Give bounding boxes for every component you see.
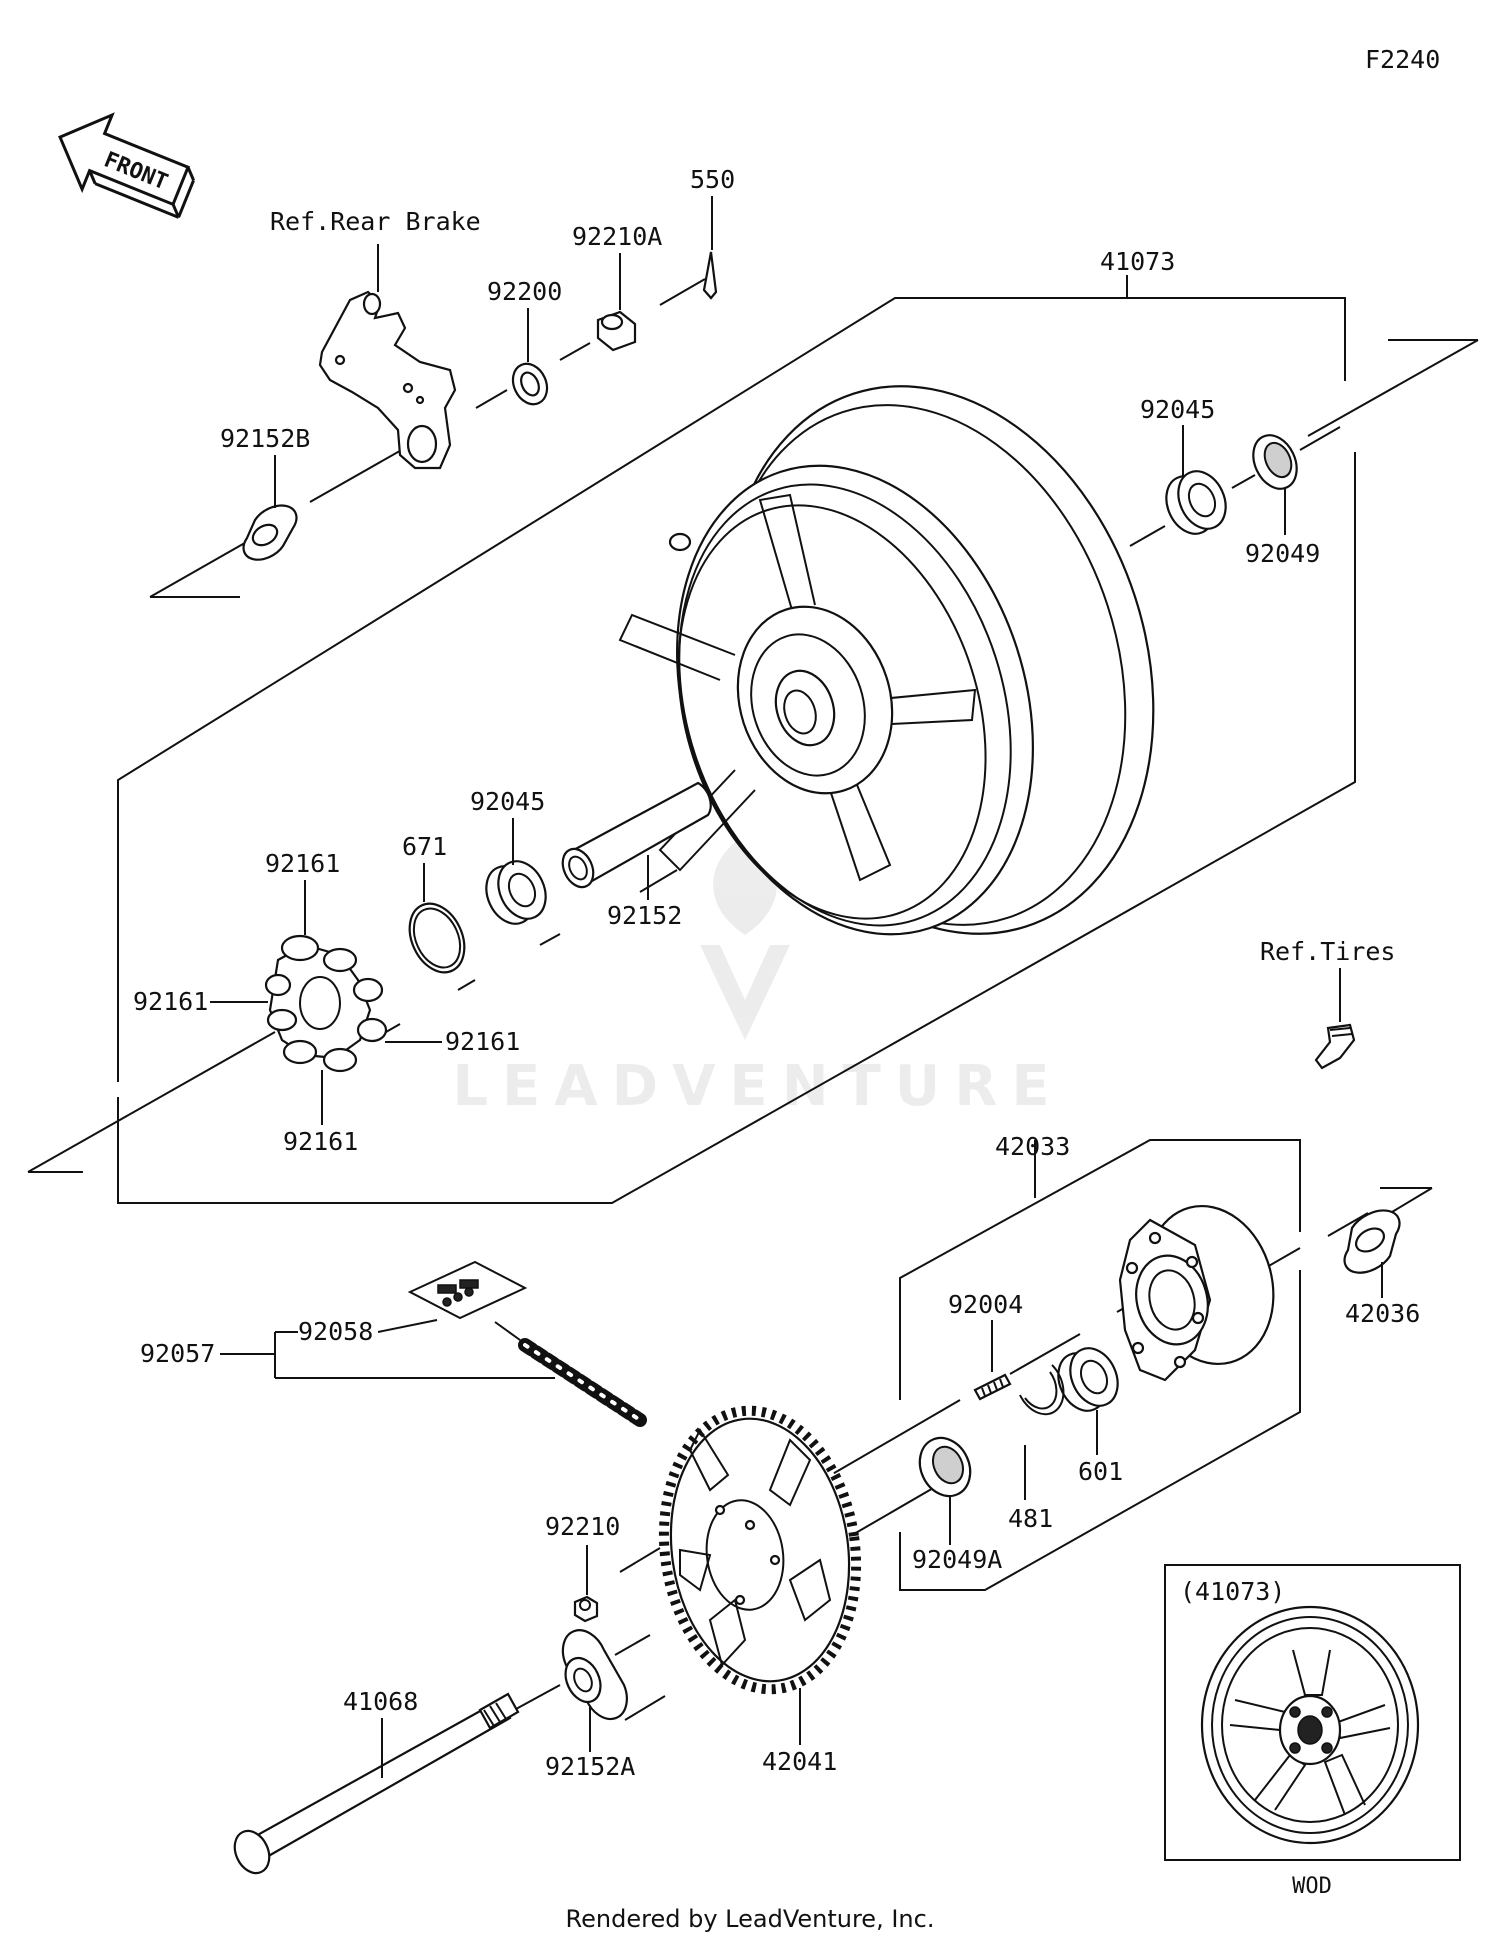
label-92045-mid: 92045: [470, 787, 545, 816]
label-92210a: 92210A: [572, 222, 662, 251]
collar-42036: [1343, 1209, 1401, 1274]
footer-credit: Rendered by LeadVenture, Inc.: [566, 1905, 935, 1933]
collar-92152a: [561, 1629, 628, 1721]
stud-92004: [973, 1373, 1012, 1401]
label-92004: 92004: [948, 1290, 1023, 1319]
label-92049a: 92049A: [912, 1545, 1002, 1574]
oil-seal-92049: [1252, 434, 1298, 490]
label-92200: 92200: [487, 277, 562, 306]
label-92161-c: 92161: [445, 1027, 520, 1056]
bearing-92045-mid: [485, 860, 547, 925]
front-arrow-icon: FRONT: [58, 112, 195, 219]
diagram-code: F2240: [1365, 45, 1440, 74]
label-42041: 42041: [762, 1747, 837, 1776]
label-92049: 92049: [1245, 539, 1320, 568]
label-92045-top: 92045: [1140, 395, 1215, 424]
label-42033: 42033: [995, 1132, 1070, 1161]
group-41073-outline: [27, 275, 1479, 1204]
label-92152b: 92152B: [220, 424, 310, 453]
axle-41068: [233, 1692, 520, 1875]
rear-brake-bracket: [318, 244, 457, 470]
oil-seal-92049a: [918, 1436, 972, 1498]
washer-92200: [511, 362, 549, 406]
ref-rear-brake-label: Ref.Rear Brake: [270, 207, 481, 236]
label-92210: 92210: [545, 1512, 620, 1541]
label-92161-a: 92161: [265, 849, 340, 878]
label-41073: 41073: [1100, 247, 1175, 276]
bearing-601: [1057, 1347, 1119, 1412]
damper-92161: [264, 934, 388, 1073]
label-92161-b: 92161: [133, 987, 208, 1016]
label-481: 481: [1008, 1504, 1053, 1533]
collar-92152b: [242, 504, 298, 561]
circlip-481: [1019, 1364, 1065, 1416]
label-92152: 92152: [607, 901, 682, 930]
label-92058: 92058: [298, 1317, 373, 1346]
chain-92057: [407, 1260, 647, 1427]
label-92057: 92057: [140, 1339, 215, 1368]
label-92161-d: 92161: [283, 1127, 358, 1156]
inset-label: (41073): [1180, 1577, 1285, 1606]
label-550: 550: [690, 165, 735, 194]
cotter-pin-550: [702, 251, 718, 300]
sprocket-hub-42033: [1118, 1204, 1275, 1382]
sprocket-42041: [658, 1405, 862, 1695]
rear-wheel-41073: [618, 385, 1155, 936]
spacer-tube-92152: [561, 781, 712, 889]
label-42036: 42036: [1345, 1299, 1420, 1328]
o-ring-671: [408, 902, 466, 974]
label-601: 601: [1078, 1457, 1123, 1486]
ref-tires-label: Ref.Tires: [1260, 937, 1395, 966]
group-42033-outline: [899, 1139, 1433, 1591]
bearing-92045-top: [1165, 470, 1227, 535]
nut-92210: [573, 1595, 599, 1623]
nut-92210a: [596, 310, 637, 352]
inset-box: [1164, 1564, 1461, 1861]
label-671: 671: [402, 832, 447, 861]
tire-valve-icon: [1314, 1023, 1356, 1070]
label-41068: 41068: [343, 1687, 418, 1716]
inset-caption: WOD: [1292, 1874, 1332, 1899]
watermark-text: LEADVENTURE: [452, 1054, 1063, 1119]
label-92152a: 92152A: [545, 1752, 635, 1781]
